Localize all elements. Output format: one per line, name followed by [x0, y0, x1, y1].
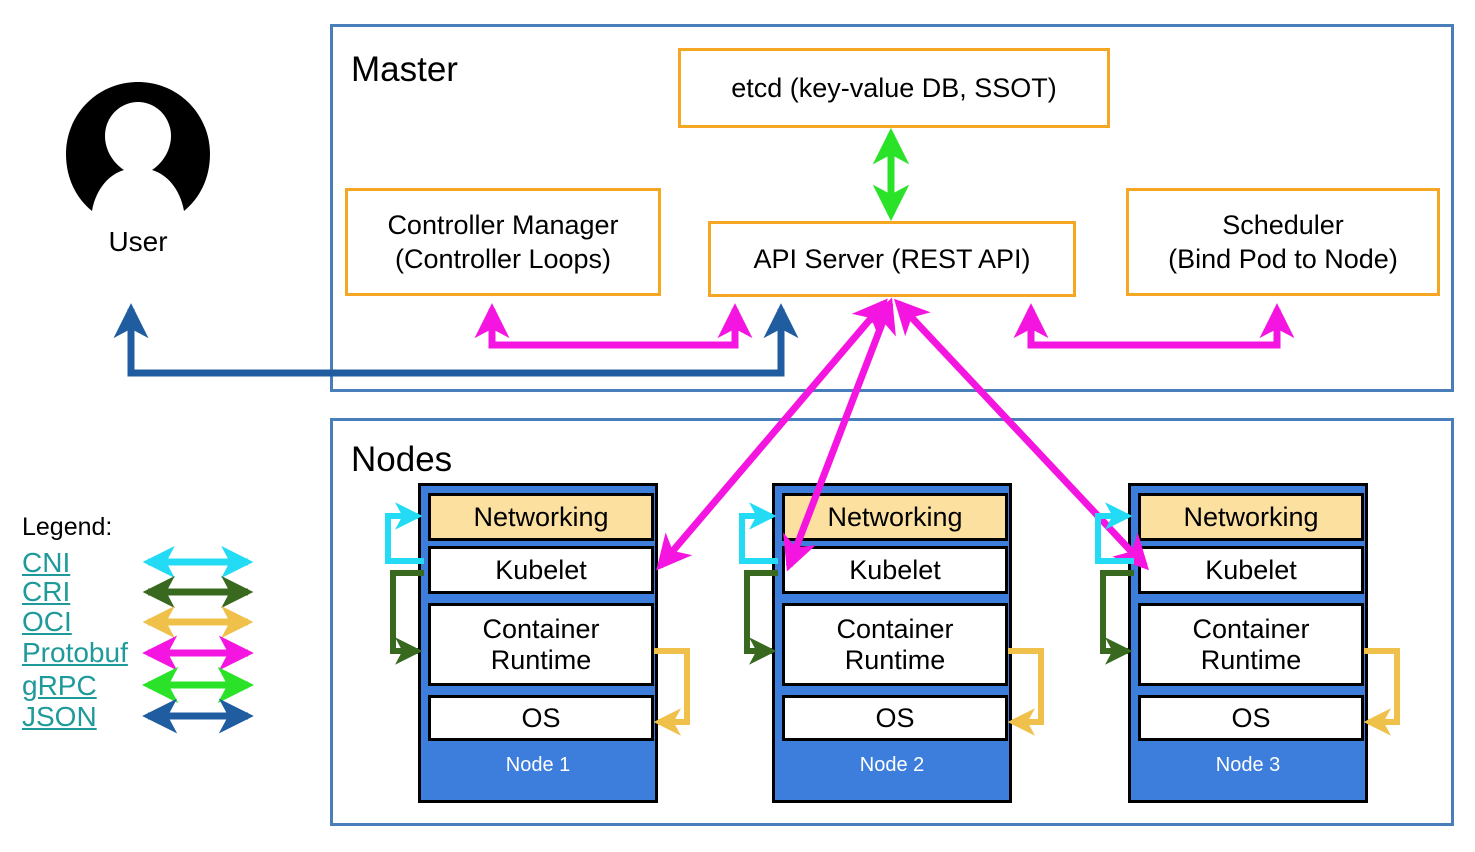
scheduler-label-line1: Scheduler — [1222, 210, 1344, 240]
node-card-1[interactable]: Networking Kubelet Container Runtime OS … — [418, 483, 658, 803]
user-figure: User — [62, 78, 214, 268]
scheduler-label-line2: (Bind Pod to Node) — [1168, 244, 1398, 274]
node-3-os-label: OS — [1231, 702, 1271, 733]
node-1-os-label: OS — [521, 702, 561, 733]
node-1-container-runtime-label-line2: Runtime — [490, 644, 592, 675]
legend-label-cri[interactable]: CRI — [22, 576, 71, 607]
node-1-networking-label: Networking — [473, 501, 609, 532]
node-2-kubelet-label: Kubelet — [849, 554, 941, 585]
node-2-container-runtime-layer[interactable]: Container Runtime — [782, 603, 1008, 686]
node-3-container-runtime-label-line2: Runtime — [1200, 644, 1302, 675]
node-2-container-runtime-label-line1: Container — [836, 613, 954, 644]
legend-label-cni[interactable]: CNI — [22, 547, 71, 578]
controller-manager-box[interactable]: Controller Manager (Controller Loops) — [345, 188, 661, 296]
node-1-container-runtime-layer[interactable]: Container Runtime — [428, 603, 654, 686]
legend-label-protobuf[interactable]: Protobuf — [22, 637, 128, 668]
legend-label-oci[interactable]: OCI — [22, 606, 72, 637]
node-1-container-runtime-label-line1: Container — [482, 613, 600, 644]
node-1-kubelet-label: Kubelet — [495, 554, 587, 585]
node-3-networking-label: Networking — [1183, 501, 1319, 532]
node-3-kubelet-label: Kubelet — [1205, 554, 1297, 585]
node-2-os-layer[interactable]: OS — [782, 695, 1008, 741]
node-3-name: Node 3 — [1215, 754, 1281, 776]
node-3-networking-layer[interactable]: Networking — [1138, 493, 1364, 541]
node-2-name: Node 2 — [859, 754, 925, 776]
controller-manager-label-line1: Controller Manager — [387, 210, 619, 240]
user-label: User — [108, 226, 168, 257]
node-1-kubelet-layer[interactable]: Kubelet — [428, 546, 654, 594]
legend-title: Legend: — [22, 513, 113, 541]
etcd-box[interactable]: etcd (key-value DB, SSOT) — [678, 48, 1110, 128]
node-3-os-layer[interactable]: OS — [1138, 695, 1364, 741]
node-1-os-layer[interactable]: OS — [428, 695, 654, 741]
node-3-container-runtime-label-line1: Container — [1192, 613, 1310, 644]
api-server-box[interactable]: API Server (REST API) — [708, 221, 1076, 297]
controller-manager-label-line2: (Controller Loops) — [394, 244, 612, 274]
nodes-title: Nodes — [351, 440, 453, 479]
node-2-networking-layer[interactable]: Networking — [782, 493, 1008, 541]
api-server-label: API Server (REST API) — [753, 244, 1031, 274]
node-1-networking-layer[interactable]: Networking — [428, 493, 654, 541]
etcd-label: etcd (key-value DB, SSOT) — [731, 73, 1057, 103]
legend-label-json[interactable]: JSON — [22, 701, 97, 732]
node-card-2[interactable]: Networking Kubelet Container Runtime OS … — [772, 483, 1012, 803]
node-2-kubelet-layer[interactable]: Kubelet — [782, 546, 1008, 594]
master-title: Master — [351, 50, 458, 89]
node-3-container-runtime-layer[interactable]: Container Runtime — [1138, 603, 1364, 686]
user-avatar-icon — [66, 82, 210, 211]
scheduler-box[interactable]: Scheduler (Bind Pod to Node) — [1126, 188, 1440, 296]
node-2-container-runtime-label-line2: Runtime — [844, 644, 946, 675]
node-2-networking-label: Networking — [827, 501, 963, 532]
node-3-kubelet-layer[interactable]: Kubelet — [1138, 546, 1364, 594]
node-2-os-label: OS — [875, 702, 915, 733]
node-card-3[interactable]: Networking Kubelet Container Runtime OS … — [1128, 483, 1368, 803]
legend-label-grpc[interactable]: gRPC — [22, 670, 97, 701]
node-1-name: Node 1 — [505, 754, 571, 776]
